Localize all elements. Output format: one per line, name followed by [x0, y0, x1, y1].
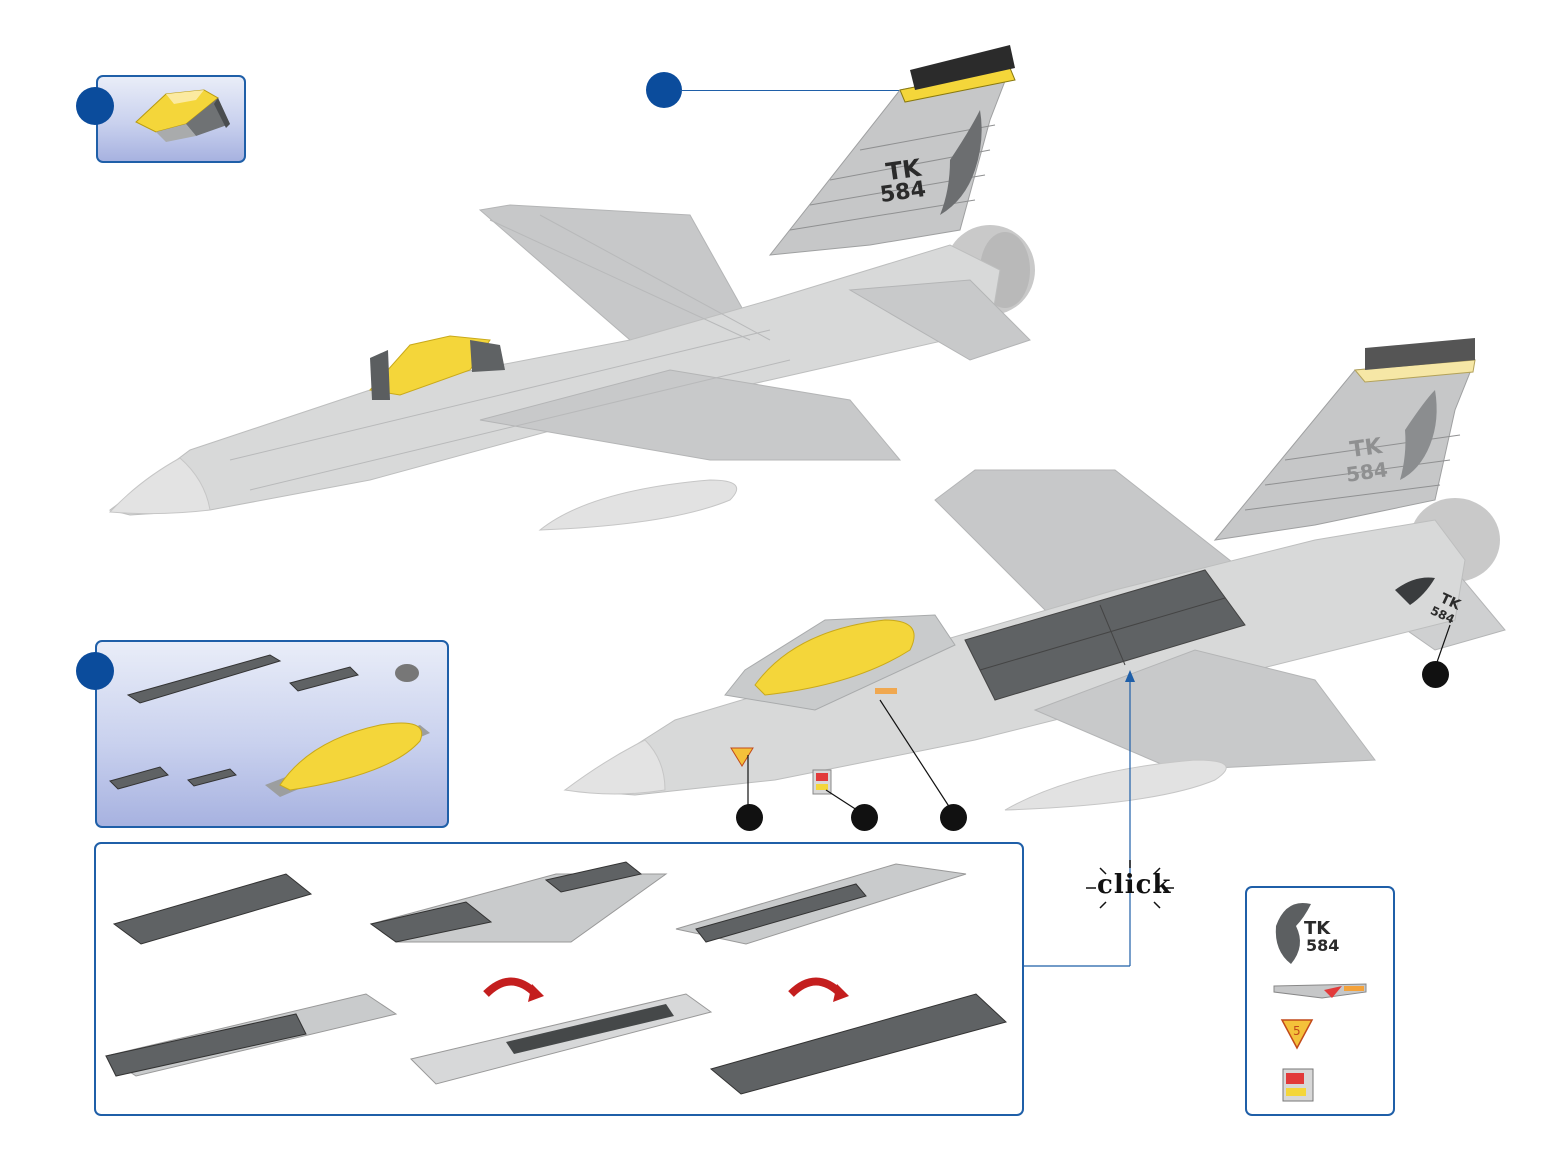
sticker-chevron-icon: 5 — [1280, 1018, 1314, 1050]
parts-illustration — [100, 645, 445, 825]
sticker-eagle-line2: 584 — [1306, 936, 1339, 955]
sticker-panel-icon — [1282, 1068, 1314, 1102]
subassembly-illustration — [96, 844, 1022, 1114]
sticker-stripe-icon — [1272, 980, 1368, 1004]
click-label: click — [1097, 870, 1171, 900]
svg-text:5: 5 — [1293, 1024, 1301, 1038]
